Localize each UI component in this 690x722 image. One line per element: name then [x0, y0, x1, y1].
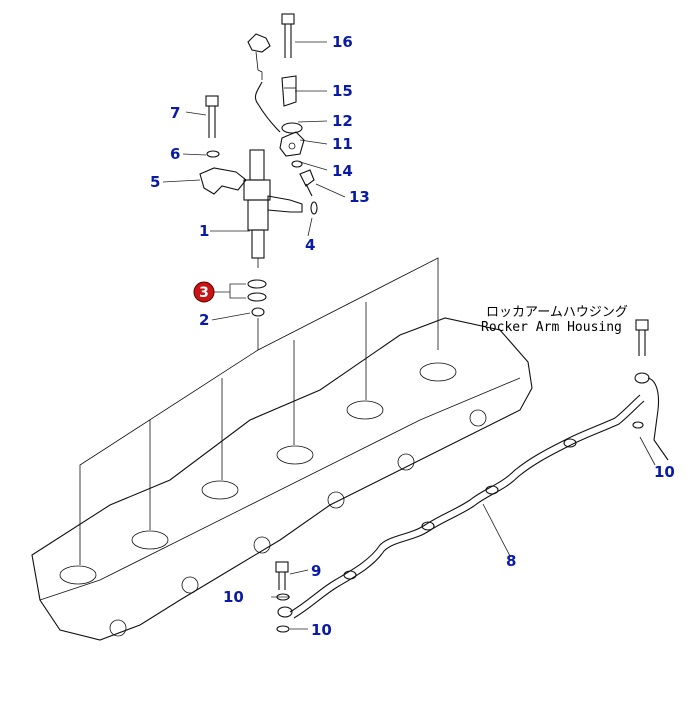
callout-1: 1: [199, 222, 209, 240]
leader-lines: [162, 41, 656, 630]
callout-12: 12: [332, 112, 353, 130]
callout-9: 9: [311, 562, 321, 580]
callout-3: 3: [199, 285, 209, 301]
callout-14: 14: [332, 162, 353, 180]
callout-10-middle: 10: [223, 588, 244, 606]
callout-8: 8: [506, 552, 516, 570]
projection-lines: [79, 257, 439, 565]
housing-label-en: Rocker Arm Housing: [481, 320, 622, 335]
callout-10-right: 10: [654, 463, 675, 481]
callout-3-highlight: 3: [193, 281, 215, 303]
callout-6: 6: [170, 145, 180, 163]
callout-labels: 16 15 12 11 14 13 7 6 5 1 4 3 2 10 8 9 1…: [150, 33, 675, 639]
callout-16: 16: [332, 33, 353, 51]
fuel-pipe: [275, 319, 669, 633]
callout-11: 11: [332, 135, 353, 153]
rocker-arm-housing: [31, 257, 533, 641]
housing-label-jp: ロッカアームハウジング: [486, 305, 628, 320]
callout-2: 2: [199, 311, 209, 329]
injector-assembly: [199, 13, 318, 350]
housing-label: ロッカアームハウジング Rocker Arm Housing: [481, 305, 628, 335]
callout-4: 4: [305, 236, 315, 254]
callout-10-bottom: 10: [311, 621, 332, 639]
housing-bays: [59, 362, 487, 637]
callout-5: 5: [150, 173, 160, 191]
callout-15: 15: [332, 82, 353, 100]
callout-13: 13: [349, 188, 370, 206]
callout-7: 7: [170, 104, 180, 122]
